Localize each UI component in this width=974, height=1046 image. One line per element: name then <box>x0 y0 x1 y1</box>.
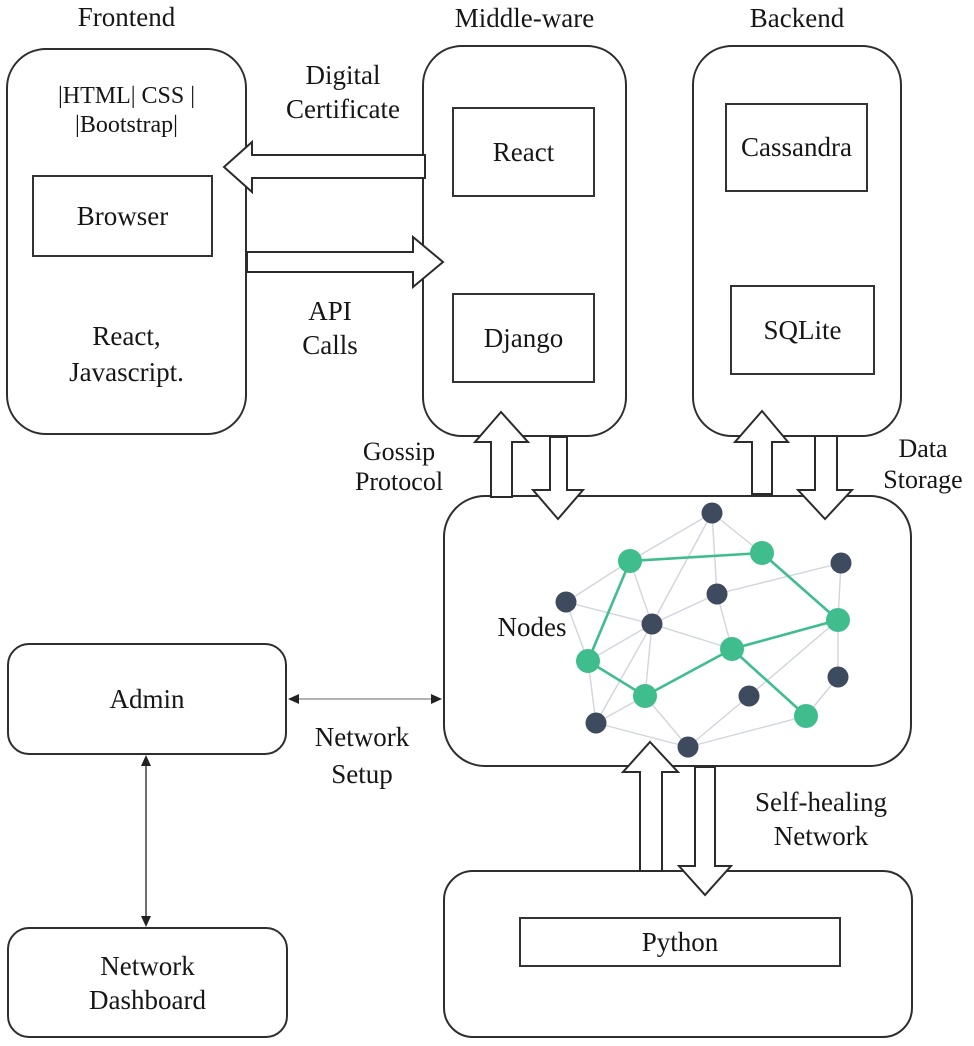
api-line: API <box>308 296 352 326</box>
django-box: Django <box>452 293 595 383</box>
digital-certificate-label: Digital Certificate <box>258 58 428 126</box>
dashboard-line2: Dashboard <box>89 984 206 1015</box>
storage-line: Storage <box>883 465 963 494</box>
api-calls-arrow <box>246 234 445 290</box>
data-storage-label: Data Storage <box>858 433 974 495</box>
python-box: Python <box>519 917 841 967</box>
network-setup-label: Network Setup <box>302 719 422 793</box>
digital-line: Digital <box>305 60 381 90</box>
middleware-title: Middle-ware <box>454 3 595 33</box>
sqlite-label: SQLite <box>763 314 842 345</box>
cassandra-box: Cassandra <box>725 103 868 192</box>
admin-label: Admin <box>109 683 185 714</box>
cassandra-label: Cassandra <box>741 132 852 162</box>
data-line: Data <box>898 434 948 463</box>
calls-line: Calls <box>302 330 358 360</box>
frontend-tech-line1: |HTML| CSS | <box>57 83 196 109</box>
python-label: Python <box>641 926 719 957</box>
network-line: Network <box>314 722 410 752</box>
browser-box: Browser <box>32 175 213 257</box>
digital-certificate-arrow <box>222 139 426 195</box>
frontend-tech-line2: |Bootstrap| <box>75 112 178 138</box>
frontend-stack-line1: React, <box>92 321 161 351</box>
frontend-title: Frontend <box>77 2 176 32</box>
frontend-tech-label: |HTML| CSS | |Bootstrap| <box>36 82 217 140</box>
browser-label: Browser <box>76 200 169 231</box>
api-calls-label: API Calls <box>270 294 390 362</box>
self-healing-label: Self-healing Network <box>740 785 902 853</box>
certificate-line: Certificate <box>286 94 400 124</box>
frontend-stack-line2: Javascript. <box>69 357 184 387</box>
react-box: React <box>452 107 595 197</box>
network-dashboard-box: Network Dashboard <box>7 927 288 1038</box>
frontend-stack-label: React, Javascript. <box>6 318 247 390</box>
protocol-line: Protocol <box>354 467 444 496</box>
admin-box: Admin <box>7 643 287 755</box>
setup-line: Setup <box>331 759 393 789</box>
react-label: React <box>492 136 555 167</box>
backend-title: Backend <box>749 3 845 33</box>
self-network-line: Network <box>773 821 869 851</box>
admin-dashboard-arrow <box>141 755 151 927</box>
self-healing-line: Self-healing <box>755 787 887 817</box>
nodes-label: Nodes <box>497 612 567 642</box>
dashboard-line1: Network <box>100 950 195 981</box>
gossip-line: Gossip <box>362 437 436 466</box>
gossip-protocol-label: Gossip Protocol <box>339 437 459 497</box>
admin-nodes-arrow <box>288 694 442 704</box>
sqlite-box: SQLite <box>730 285 875 375</box>
django-label: Django <box>483 322 564 353</box>
